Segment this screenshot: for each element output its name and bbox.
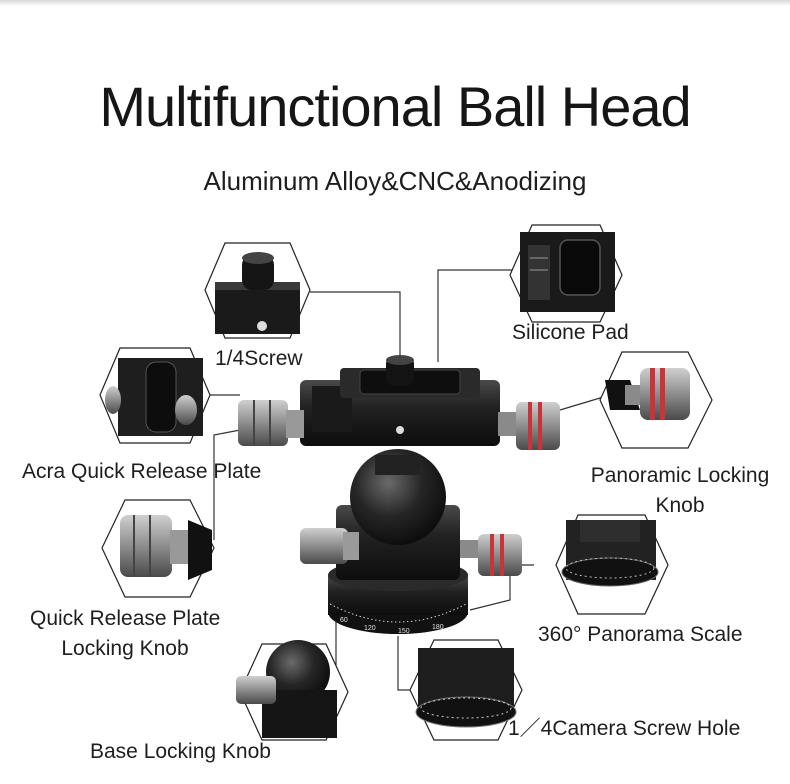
label-silicone-pad: Silicone Pad: [512, 321, 629, 344]
label-screw: 1/4Screw: [215, 347, 303, 370]
page-title: Multifunctional Ball Head: [99, 75, 691, 138]
callout-qr-knob-hexagon: [101, 499, 215, 598]
label-qr-knob-line2: Locking Knob: [61, 637, 189, 660]
top-shade: [0, 0, 790, 6]
scale-tick-150: 150: [398, 628, 410, 635]
callout-screw-hexagon: [204, 242, 311, 339]
scale-tick-60: 60: [340, 617, 348, 624]
label-panorama-scale: 360° Panorama Scale: [538, 623, 743, 646]
label-qr-knob-line1: Quick Release Plate: [30, 607, 221, 630]
callout-panoramic-knob-hexagon: [599, 351, 713, 449]
scale-tick-180: 180: [432, 624, 444, 631]
label-panoramic-knob-line1: Panoramic Locking: [590, 464, 770, 487]
callout-acra-plate-hexagon: [99, 347, 211, 444]
label-acra-plate: Acra Quick Release Plate: [22, 460, 262, 483]
label-camera-screw-hole: 1／4Camera Screw Hole: [508, 717, 741, 740]
label-panoramic-knob-line2: Knob: [655, 494, 705, 517]
scale-tick-120: 120: [364, 625, 376, 632]
scale-numbers: 60 120 150 180: [340, 617, 444, 635]
callout-base-knob-hexagon: [236, 640, 349, 741]
page-subtitle: Aluminum Alloy&CNC&Anodizing: [203, 166, 587, 196]
label-base-knob: Base Locking Knob: [90, 740, 271, 763]
callout-silicone-pad-hexagon: [509, 224, 623, 323]
callout-camera-screw-hexagon: [409, 639, 523, 741]
ball-head-product: [238, 355, 560, 634]
callout-panorama-scale-hexagon: [555, 514, 669, 615]
